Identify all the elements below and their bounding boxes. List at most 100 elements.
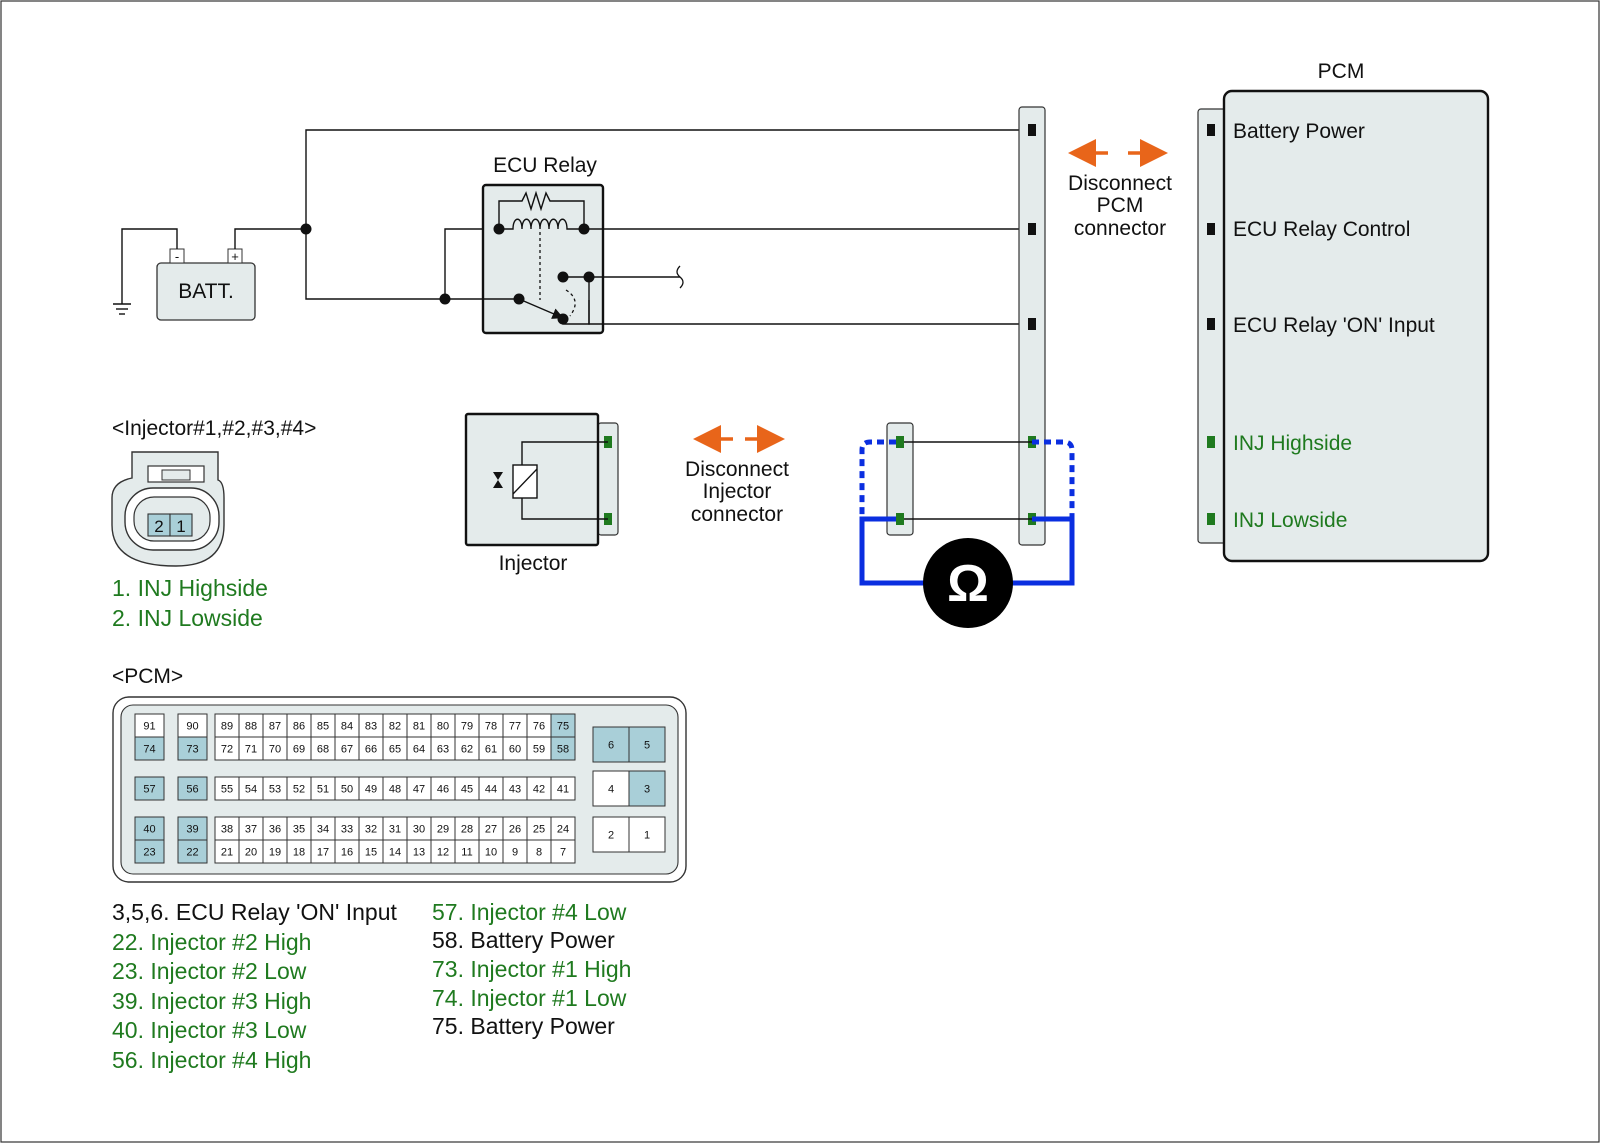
pcm-pin-label: 61 [485, 744, 497, 756]
pcm-pin-label: 91 [143, 721, 155, 733]
ohm-icon: Ω [947, 555, 989, 613]
disconnect-pcm-line3: connector [1074, 217, 1166, 240]
disconnect-injector-indicator: Disconnect Injector connector [685, 425, 789, 526]
pcm-pin-label: 48 [389, 784, 401, 796]
pcm-pin-desc: 3,5,6. ECU Relay 'ON' Input [112, 899, 398, 925]
pcm-pin-57 [134, 776, 165, 801]
pcm-pin-label: 52 [293, 784, 305, 796]
pcm-pin-label: 84 [341, 721, 353, 733]
pcm-pin-label: 46 [437, 784, 449, 796]
probe-lead-dashed-right [1032, 439, 1075, 518]
battery-positive-sign: + [231, 249, 239, 264]
pcm-pin-label: 67 [341, 744, 353, 756]
pcm-pin-7 [550, 839, 576, 864]
injector-low-wire [521, 498, 608, 520]
relay-resistor [498, 190, 585, 229]
pcm-pin-label: 59 [533, 744, 545, 756]
pcm-pin-label: 4 [608, 784, 614, 796]
pcm-pin-label: 47 [413, 784, 425, 796]
pcm-pin-label: 62 [461, 744, 473, 756]
pcm-pin-label: 38 [221, 824, 233, 836]
pcm-pin-label: 1 [644, 830, 650, 842]
injector-pin-2-label: 2 [154, 517, 163, 536]
pcm-pin-label: 74 [143, 744, 155, 756]
disconnect-pcm-indicator: Disconnect PCM connector [1068, 139, 1172, 240]
wire-break-symbol [676, 265, 684, 289]
injector-high-wire [521, 441, 608, 465]
relay-switch-blade [518, 298, 564, 319]
pcm-pin-label: 77 [509, 721, 521, 733]
pcm-pin-list: 3,5,6. ECU Relay 'ON' Input 22. Injector… [112, 899, 631, 1073]
disconnect-pcm-line2: PCM [1097, 194, 1144, 217]
probe-lead-right [1009, 516, 1075, 586]
pcm-pin-label: 29 [437, 824, 449, 836]
relay-coil-feed-wire [444, 228, 499, 299]
pcm-module: PCM Battery Power ECU Relay Control ECU … [1197, 60, 1490, 563]
pcm-pin-label: 87 [269, 721, 281, 733]
pcm-pin-1 [628, 816, 666, 853]
pcm-terminal-battery-power: Battery Power [1233, 120, 1365, 143]
pcm-pin-desc: 75. Battery Power [432, 1013, 615, 1039]
pcm-pin-label: 37 [245, 824, 257, 836]
pcm-pin-23 [134, 839, 165, 864]
pcm-pin-desc: 74. Injector #1 Low [432, 985, 627, 1011]
pcm-pin-label: 32 [365, 824, 377, 836]
pcm-pin-label: 56 [186, 784, 198, 796]
injector-pin-1-label: 1 [176, 517, 185, 536]
harness-pin-battery-power [1028, 124, 1036, 136]
harness-pin-relay-on-input [1028, 318, 1036, 330]
pcm-pin-desc: 57. Injector #4 Low [432, 899, 627, 925]
pcm-pin-desc: 58. Battery Power [432, 927, 615, 953]
pcm-pin-label: 21 [221, 847, 233, 859]
pcm-terminal-inj-lowside: INJ Lowside [1233, 509, 1347, 532]
pcm-pin-label: 44 [485, 784, 497, 796]
pcm-pin-label: 54 [245, 784, 257, 796]
pcm-pin-label: 2 [608, 830, 614, 842]
pcm-pin-label: 68 [317, 744, 329, 756]
pcm-pin-label: 24 [557, 824, 569, 836]
pcm-pin-label: 76 [533, 721, 545, 733]
pcm-pin-label: 64 [413, 744, 425, 756]
pcm-pin-label: 79 [461, 721, 473, 733]
pcm-pin-label: 39 [186, 824, 198, 836]
ecu-relay: ECU Relay [445, 154, 605, 335]
pcm-pin-label: 33 [341, 824, 353, 836]
pcm-pin-label: 11 [461, 847, 472, 859]
pcm-pin-22 [177, 839, 208, 864]
injector: Injector [464, 412, 619, 575]
pcm-pin-label: 17 [317, 847, 329, 859]
pcm-pin-label: 53 [269, 784, 281, 796]
pcm-pin-label: 89 [221, 721, 233, 733]
pcm-pin-label: 12 [437, 847, 449, 859]
pcm-pin-label: 86 [293, 721, 305, 733]
relay-on-input-wire [588, 300, 1032, 325]
pcm-pin-label: 43 [509, 784, 521, 796]
injector-connector-title: <Injector#1,#2,#3,#4> [112, 417, 316, 440]
pcm-pin-label: 66 [365, 744, 377, 756]
ohmmeter-body [923, 538, 1013, 628]
pcm-terminal-relay-on-input: ECU Relay 'ON' Input [1233, 314, 1435, 337]
probe-lead-dashed-left [859, 439, 896, 518]
pcm-pin-5 [628, 726, 666, 763]
pcm-pin-label: 72 [221, 744, 233, 756]
pcm-pin-label: 34 [317, 824, 329, 836]
pcm-terminal-inj-highside: INJ Highside [1233, 432, 1352, 455]
pcm-pin-label: 6 [608, 740, 614, 752]
pcm-pin-label: 75 [557, 721, 569, 733]
pcm-pin-label: 70 [269, 744, 281, 756]
pcm-pin-label: 63 [437, 744, 449, 756]
pcm-pin-label: 5 [644, 740, 650, 752]
ohmmeter: Ω [859, 439, 1075, 628]
pcm-pin-73 [177, 736, 208, 761]
ground-symbol [113, 228, 178, 315]
pcm-pin-label: 55 [221, 784, 233, 796]
pcm-pin-label: 31 [389, 824, 401, 836]
pcm-pin-label: 19 [269, 847, 281, 859]
pcm-pin-41 [550, 776, 576, 801]
pcm-pin-label: 13 [413, 847, 425, 859]
pcm-pin-label: 65 [389, 744, 401, 756]
disconnect-injector-line1: Disconnect [685, 458, 789, 481]
